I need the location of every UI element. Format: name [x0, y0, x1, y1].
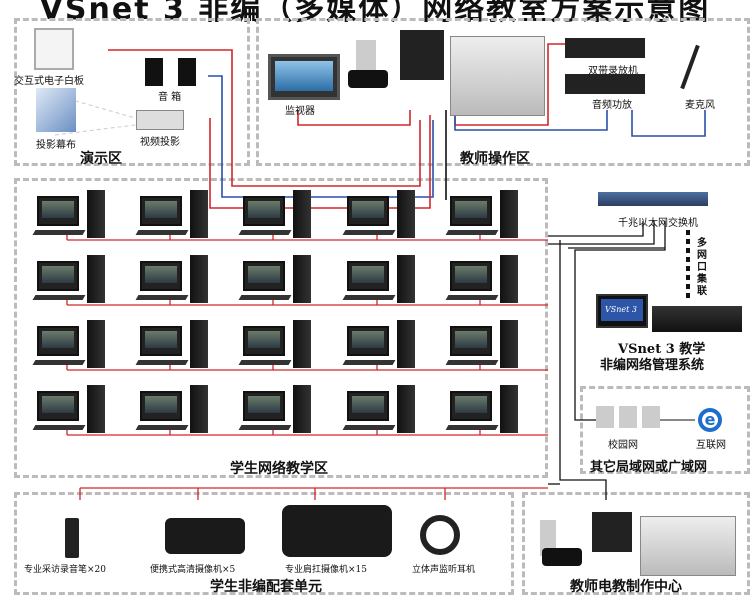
row-network-wire [66, 364, 548, 371]
editing-workstation-icon [348, 30, 448, 102]
monitor-label: 监视器 [285, 106, 315, 117]
center-workstation-icon [540, 512, 640, 572]
dual-deck-label: 双带录放机 [588, 66, 638, 77]
screen-label: 投影幕布 [36, 140, 76, 151]
student-workstation-icon [135, 385, 210, 440]
diagram-title: VSnet 3 非编（多媒体）网络教室方案示意图 [39, 0, 711, 27]
teacher-zone [256, 18, 750, 166]
handheld-camcorder-icon [165, 518, 245, 554]
dual-deck-icon [565, 38, 645, 58]
voice-recorder-icon [65, 518, 79, 558]
student-workstation-icon [445, 385, 520, 440]
wan-zone-label: 其它局域网或广域网 [590, 460, 708, 475]
speaker-icon [178, 58, 196, 86]
student-workstation-icon [32, 385, 107, 440]
student-workstation-icon [342, 385, 417, 440]
student-zone-label: 学生网络教学区 [230, 461, 328, 477]
vsnet-logo: VSnet 3 [601, 299, 643, 321]
center-server-icon [640, 516, 736, 576]
student-workstation-icon [135, 320, 210, 375]
student-workstation-icon [238, 190, 313, 245]
amplifier-label: 音频功放 [592, 100, 632, 111]
wan-zone [580, 386, 750, 474]
projector-label: 视频投影 [140, 137, 180, 148]
student-workstation-icon [342, 190, 417, 245]
whiteboard-label: 交互式电子白板 [14, 76, 84, 87]
switch-label: 千兆以太网交换机 [618, 218, 698, 229]
student-workstation-icon [135, 255, 210, 310]
row-network-wire [66, 299, 548, 306]
network-switch-icon [598, 192, 708, 206]
student-workstation-icon [32, 255, 107, 310]
student-zone [14, 178, 548, 478]
row-network-wire [66, 234, 548, 241]
internet-explorer-icon: e [698, 408, 722, 432]
student-workstation-icon [32, 320, 107, 375]
shoulder-camera-icon [282, 505, 392, 557]
student-workstation-icon [32, 190, 107, 245]
speaker-icon [145, 58, 163, 86]
server-chassis-icon [450, 36, 545, 116]
kit-zone-label: 学生非编配套单元 [210, 579, 322, 595]
kit-item-label: 便携式高清摄像机×5 [150, 565, 236, 575]
projection-screen-icon [36, 88, 76, 132]
teacher-zone-label: 教师操作区 [460, 151, 530, 167]
student-workstation-icon [342, 320, 417, 375]
mgmt-label-1: VSnet 3 教学 [618, 342, 706, 357]
student-workstation-icon [238, 385, 313, 440]
kit-item-label: 立体声监听耳机 [412, 565, 476, 575]
monitor-icon [268, 54, 340, 100]
center-zone [522, 492, 750, 595]
whiteboard-icon [34, 28, 74, 70]
demo-zone [14, 18, 250, 166]
student-workstation-icon [238, 255, 313, 310]
row-network-wire [66, 429, 548, 436]
student-workstation-icon [445, 255, 520, 310]
center-zone-label: 教师电教制作中心 [570, 579, 682, 595]
demo-zone-label: 演示区 [80, 151, 122, 167]
campus-servers-icon [596, 406, 660, 428]
student-workstation-icon [135, 190, 210, 245]
kit-item-label: 专业肩扛摄像机×15 [285, 565, 367, 575]
kit-item-label: 专业采访录音笔×20 [24, 565, 106, 575]
student-workstation-icon [238, 320, 313, 375]
projector-icon [136, 110, 184, 130]
kit-zone [14, 492, 514, 595]
student-workstation-icon [445, 320, 520, 375]
mgmt-server-icon [652, 306, 742, 332]
vsnet-monitor-icon: VSnet 3 [596, 294, 648, 328]
headphones-icon [420, 515, 460, 555]
speakers-label: 音 箱 [158, 92, 182, 103]
amplifier-icon [565, 74, 645, 94]
cascade-label: 多网口集联 [697, 238, 707, 297]
microphone-label: 麦克风 [685, 100, 715, 111]
mgmt-label-2: 非编网络管理系统 [600, 358, 705, 373]
campus-label: 校园网 [608, 440, 638, 451]
student-workstation-icon [342, 255, 417, 310]
student-workstation-icon [445, 190, 520, 245]
internet-label: 互联网 [696, 440, 726, 451]
